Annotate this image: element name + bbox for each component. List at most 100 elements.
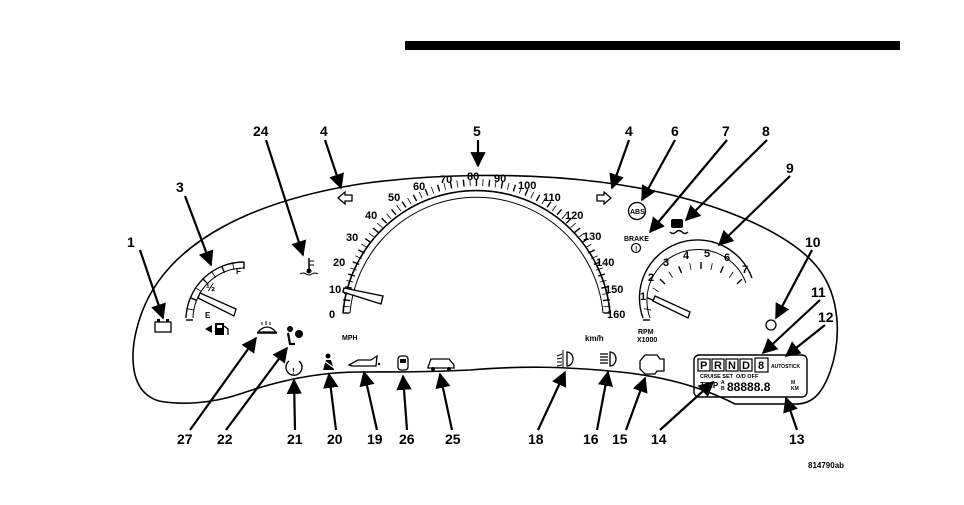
speed-label-0: 0 <box>329 309 335 321</box>
speed-label-60: 60 <box>413 181 425 193</box>
callout-9: 9 <box>786 160 794 176</box>
speed-label-150: 150 <box>605 284 623 296</box>
callout-21: 21 <box>287 431 303 447</box>
callout-6: 6 <box>671 123 679 139</box>
liftgate-ajar-icon <box>428 359 454 371</box>
speedometer-tick <box>489 180 490 187</box>
tachometer-tick <box>711 263 712 270</box>
airbag-icon <box>287 326 303 344</box>
callout-4-right: 4 <box>625 123 633 139</box>
callout-20: 20 <box>327 431 343 447</box>
odometer-digits: 88888.8 <box>727 380 771 394</box>
tachometer-tick <box>660 279 665 284</box>
fuel-label-full: F <box>236 267 241 276</box>
speedometer-tick <box>362 244 368 248</box>
trip-b-label: B <box>721 386 725 392</box>
speedometer-tick <box>397 205 401 211</box>
speed-label-140: 140 <box>596 257 614 269</box>
abs-icon: ABS <box>629 203 646 220</box>
speedometer-needle <box>343 288 383 304</box>
speedometer-tick <box>557 209 561 214</box>
speedometer <box>343 179 611 313</box>
tach-label-4: 4 <box>683 250 690 262</box>
oil-pressure-icon <box>349 356 380 366</box>
tach-label-7: 7 <box>742 264 748 276</box>
traction-icon <box>670 219 688 234</box>
speedometer-tick <box>387 214 392 219</box>
speedometer-tick <box>365 239 371 243</box>
callout-16: 16 <box>583 431 599 447</box>
speedometer-tick <box>536 195 539 201</box>
speedometer-tick <box>457 180 458 187</box>
callout-22: 22 <box>217 431 233 447</box>
speedometer-tick <box>598 274 605 276</box>
tach-label-3: 3 <box>663 257 669 269</box>
tach-label-5: 5 <box>704 248 710 260</box>
tach-label-2: 2 <box>648 272 654 284</box>
speed-label-20: 20 <box>333 257 345 269</box>
speedometer-tick <box>382 218 387 223</box>
odometer-display: P R N D 8 AUTOSTICK CRUISE SET O/D OFF T… <box>694 355 807 397</box>
tach-label-1: 1 <box>640 291 646 303</box>
speedometer-tick <box>377 223 382 228</box>
callout-18: 18 <box>528 431 544 447</box>
callout-24: 24 <box>253 123 269 139</box>
callout-27: 27 <box>177 431 193 447</box>
speedometer-tick <box>603 300 610 301</box>
check-engine-icon <box>640 355 664 374</box>
high-beam-icon <box>600 352 616 366</box>
speed-label-120: 120 <box>565 210 583 222</box>
speed-unit-kmh: km/h <box>585 334 604 343</box>
seatbelt-icon <box>323 354 334 371</box>
callout-7: 7 <box>722 123 730 139</box>
gear-r: R <box>714 360 722 372</box>
speedometer-tick <box>391 209 395 214</box>
speed-label-30: 30 <box>346 232 358 244</box>
gear-p: P <box>700 360 707 372</box>
callout-12: 12 <box>818 309 834 325</box>
tachometer-needle <box>653 296 690 318</box>
speedometer-tick <box>531 192 534 198</box>
speedometer-tick <box>575 228 580 232</box>
speed-label-90: 90 <box>494 173 506 185</box>
gear-d: D <box>742 360 750 372</box>
fog-lamp-icon <box>557 350 573 368</box>
callout-10: 10 <box>805 234 821 250</box>
speed-label-40: 40 <box>365 210 377 222</box>
unit-km-label: KM <box>791 386 799 392</box>
door-ajar-icon <box>398 356 408 370</box>
speedometer-tick <box>373 228 378 232</box>
svg-text:!: ! <box>635 246 637 253</box>
fuel-label-empty: E <box>205 311 211 320</box>
callout-15: 15 <box>612 431 628 447</box>
right-turn-arrow-icon <box>597 192 611 204</box>
tachometer-tick <box>679 266 682 272</box>
speedometer-tick <box>571 223 576 228</box>
fuel-tick <box>187 309 194 310</box>
speed-label-70: 70 <box>440 174 452 186</box>
tachometer-tick <box>721 266 724 272</box>
tach-label-6: 6 <box>724 252 730 264</box>
speed-label-10: 10 <box>329 284 341 296</box>
speed-label-160: 160 <box>607 309 625 321</box>
fuel-needle <box>198 293 236 316</box>
gear-n: N <box>728 360 736 372</box>
fuel-tick <box>190 298 196 301</box>
speedometer-tick <box>413 195 416 201</box>
tachometer-tick-marks <box>643 262 742 320</box>
speedometer-tick <box>463 180 464 187</box>
speed-label-100: 100 <box>518 180 536 192</box>
fuel-label-half: ½ <box>206 282 215 294</box>
speedometer-tick <box>431 187 433 194</box>
gear-digit: 8 <box>758 360 764 372</box>
speedometer-tick <box>552 205 556 211</box>
callout-14: 14 <box>651 431 667 447</box>
battery-icon <box>155 319 171 332</box>
callout-11: 11 <box>811 284 826 300</box>
callout-13: 13 <box>789 431 805 447</box>
tachometer-tick <box>669 272 673 278</box>
fuel-gauge: E ½ F <box>186 262 244 320</box>
tach-unit-x1000: X1000 <box>637 337 657 344</box>
callout-4-left: 4 <box>320 123 328 139</box>
